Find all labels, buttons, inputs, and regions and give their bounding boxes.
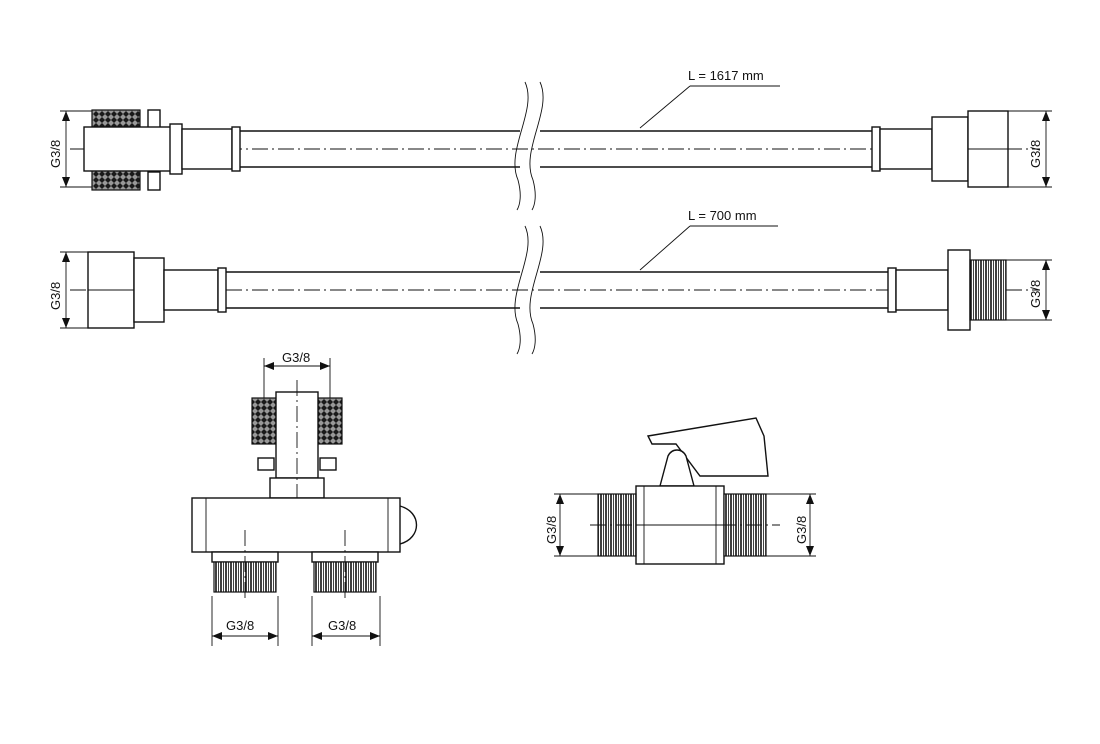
thread-label-long-right: G3/8 — [1028, 140, 1043, 168]
thread-label-valve-left: G3/8 — [544, 516, 559, 544]
splitter-tee: G3/8 G3/8 G3/8 — [191, 350, 417, 646]
hose-long: L = 1617 mm G3/8 G3/8 — [48, 68, 1052, 211]
thread-label-long-left: G3/8 — [48, 140, 63, 168]
length-label-long: L = 1617 mm — [688, 68, 764, 83]
ball-valve: G3/8 G3/8 — [544, 417, 816, 565]
thread-label-short-left: G3/8 — [48, 282, 63, 310]
thread-label-splitter-top: G3/8 — [282, 350, 310, 365]
hose-short: L = 700 mm G3/8 G3/8 — [48, 208, 1052, 355]
thread-right-short — [969, 259, 1007, 321]
thread-label-splitter-left: G3/8 — [226, 618, 254, 633]
thread-label-valve-right: G3/8 — [794, 516, 809, 544]
thread-label-short-right: G3/8 — [1028, 280, 1043, 308]
thread-label-splitter-right: G3/8 — [328, 618, 356, 633]
length-label-short: L = 700 mm — [688, 208, 757, 223]
